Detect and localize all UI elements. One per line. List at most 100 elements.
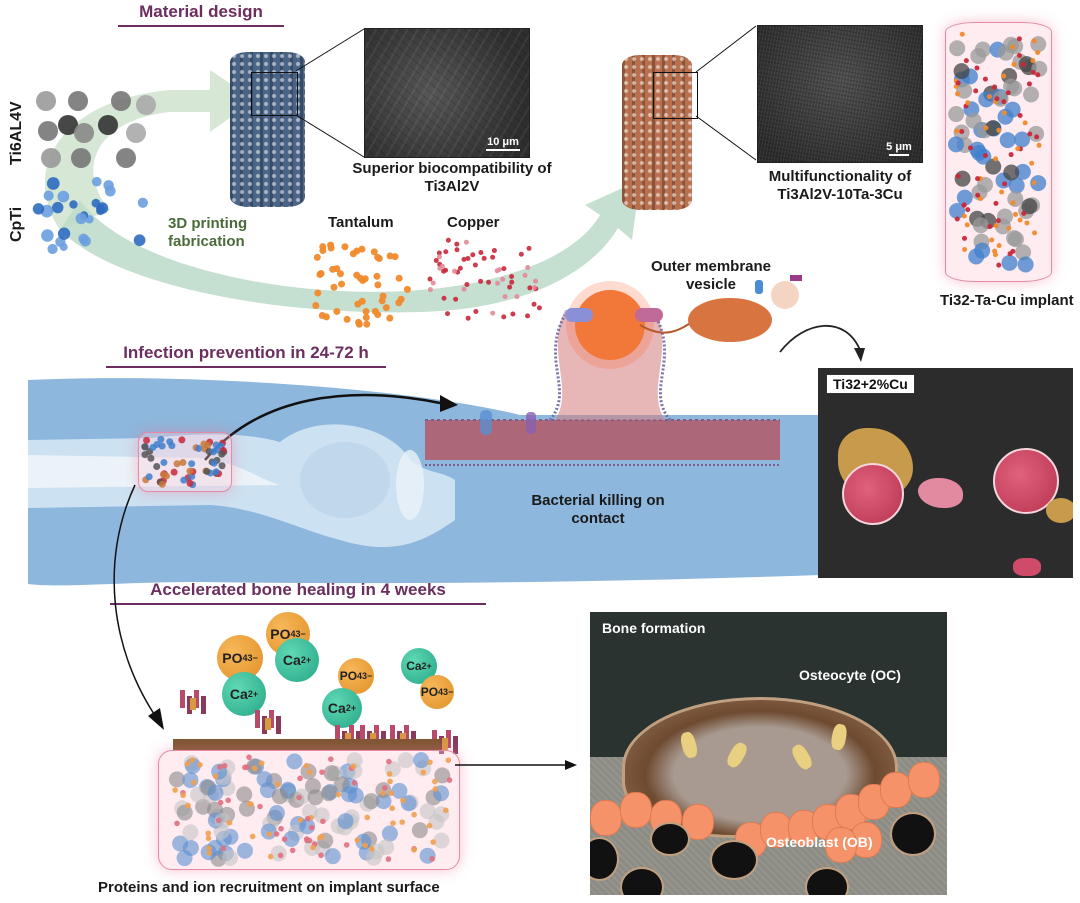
copper-particle: [501, 314, 507, 320]
bone-formation-panel: Bone formation Osteocyte (OC) Osteoblast…: [590, 612, 947, 895]
cpti-particle: [47, 243, 58, 255]
tantalum-particle: [363, 320, 371, 328]
copper-particle: [427, 276, 433, 282]
protein-cluster: [255, 710, 281, 734]
implant-particle: [195, 445, 203, 453]
implant-dopant: [993, 200, 999, 206]
implant-particle: [147, 454, 155, 462]
implant-particle: [971, 144, 988, 161]
implant-dopant: [221, 762, 228, 769]
implant-particle: [1014, 163, 1031, 180]
copper-particle: [454, 247, 460, 253]
implant-dopant: [989, 237, 995, 243]
implant-dopant: [954, 216, 960, 222]
implant-particle: [378, 839, 395, 856]
implant-dopant: [1016, 36, 1022, 42]
implant-particle: [209, 448, 217, 456]
implant-dopant: [217, 799, 224, 806]
cpti-particle: [69, 200, 78, 209]
implant-particle: [411, 822, 428, 839]
implant-dopant: [993, 156, 999, 162]
implant-dopant: [351, 780, 358, 786]
implant-dopant: [987, 224, 993, 230]
implant-particle: [212, 441, 220, 449]
implant-particle: [186, 467, 194, 475]
implant-dopant: [1017, 217, 1023, 223]
tantalum-particle: [358, 297, 366, 305]
implant-dopant: [411, 811, 417, 818]
implant-particle: [375, 793, 392, 810]
green-arrow-top: [44, 70, 256, 230]
label-bacterial-killing: Bacterial killing on contact: [508, 492, 688, 528]
implant-dopant: [390, 820, 396, 826]
cpti-particle: [32, 203, 45, 215]
implant-dopant: [185, 802, 191, 809]
tantalum-particle: [333, 307, 341, 315]
label-bacterial-killing-line2: contact: [571, 510, 625, 527]
copper-particle: [478, 250, 484, 256]
implant-dopant: [1013, 211, 1019, 217]
copper-particle: [454, 241, 460, 247]
label-outer-membrane-vesicle-line2: vesicle: [685, 276, 737, 293]
implant-dopant: [278, 825, 284, 832]
arrow-head: [440, 395, 458, 412]
copper-particle: [433, 258, 439, 264]
implant-particle: [997, 108, 1014, 125]
arrow-to-bone-formation: [455, 760, 577, 770]
implant-particle: [997, 44, 1014, 61]
tantalum-particle: [338, 280, 346, 288]
implant-dopant: [426, 822, 433, 829]
label-3d-printing-line2: fabrication: [168, 233, 245, 250]
cpti-particle: [46, 177, 60, 190]
tantalum-particle: [314, 289, 322, 297]
vesicle-pill-2: [635, 308, 663, 322]
implant-dopant: [364, 814, 371, 821]
implant-dopant: [975, 176, 981, 182]
copper-particle: [481, 255, 487, 261]
pore: [620, 867, 664, 895]
implant-dopant: [982, 76, 988, 82]
implant-particle: [271, 788, 288, 805]
implant-dopant: [249, 833, 256, 840]
implant-dopant: [1017, 53, 1023, 59]
implant-particle: [948, 136, 965, 153]
implant-particle: [1030, 36, 1047, 53]
tantalum-particle: [322, 313, 330, 321]
copper-particle: [526, 245, 532, 251]
protein-cluster: [180, 690, 206, 714]
implant-particle: [159, 471, 167, 479]
implant-dopant: [975, 192, 981, 198]
implant-dopant: [296, 794, 302, 801]
implant-dopant: [1024, 220, 1030, 226]
curved-arrow-to-surface: [113, 484, 164, 730]
implant-particle: [158, 480, 166, 488]
implant-dopant: [411, 847, 417, 853]
implant-particle: [971, 184, 988, 201]
cpti-particle: [41, 229, 54, 242]
label-3d-printing-line1: 3D printing: [168, 215, 248, 232]
caption-ti3al2v-10ta-3cu-line2: Ti3Al2V-10Ta-3Cu: [777, 186, 903, 203]
implant-particle: [956, 82, 973, 99]
vesicle-pill-1: [565, 308, 593, 322]
scale-bar-5um: 5 μm: [882, 141, 916, 156]
bacterium-fragment: [1013, 558, 1041, 576]
implant-dopant: [180, 792, 186, 799]
implant-dopant: [427, 759, 433, 766]
implant-dopant: [432, 786, 439, 792]
implant-dopant: [1002, 110, 1008, 116]
implant-particle: [397, 752, 414, 769]
implant-particle: [286, 753, 303, 770]
implant-dopant: [303, 836, 310, 842]
implant-particle: [320, 785, 337, 802]
implant-dopant: [205, 835, 212, 842]
implant-dopant: [992, 248, 998, 254]
implant-particle: [214, 812, 231, 829]
sem-image-ti3al2v-10ta-3cu: 5 μm: [757, 25, 923, 163]
implant-particle: [172, 835, 189, 852]
implant-dopant: [1032, 230, 1038, 236]
implant-dopant: [1001, 99, 1007, 105]
copper-particle: [470, 252, 476, 258]
copper-particle: [441, 295, 447, 301]
